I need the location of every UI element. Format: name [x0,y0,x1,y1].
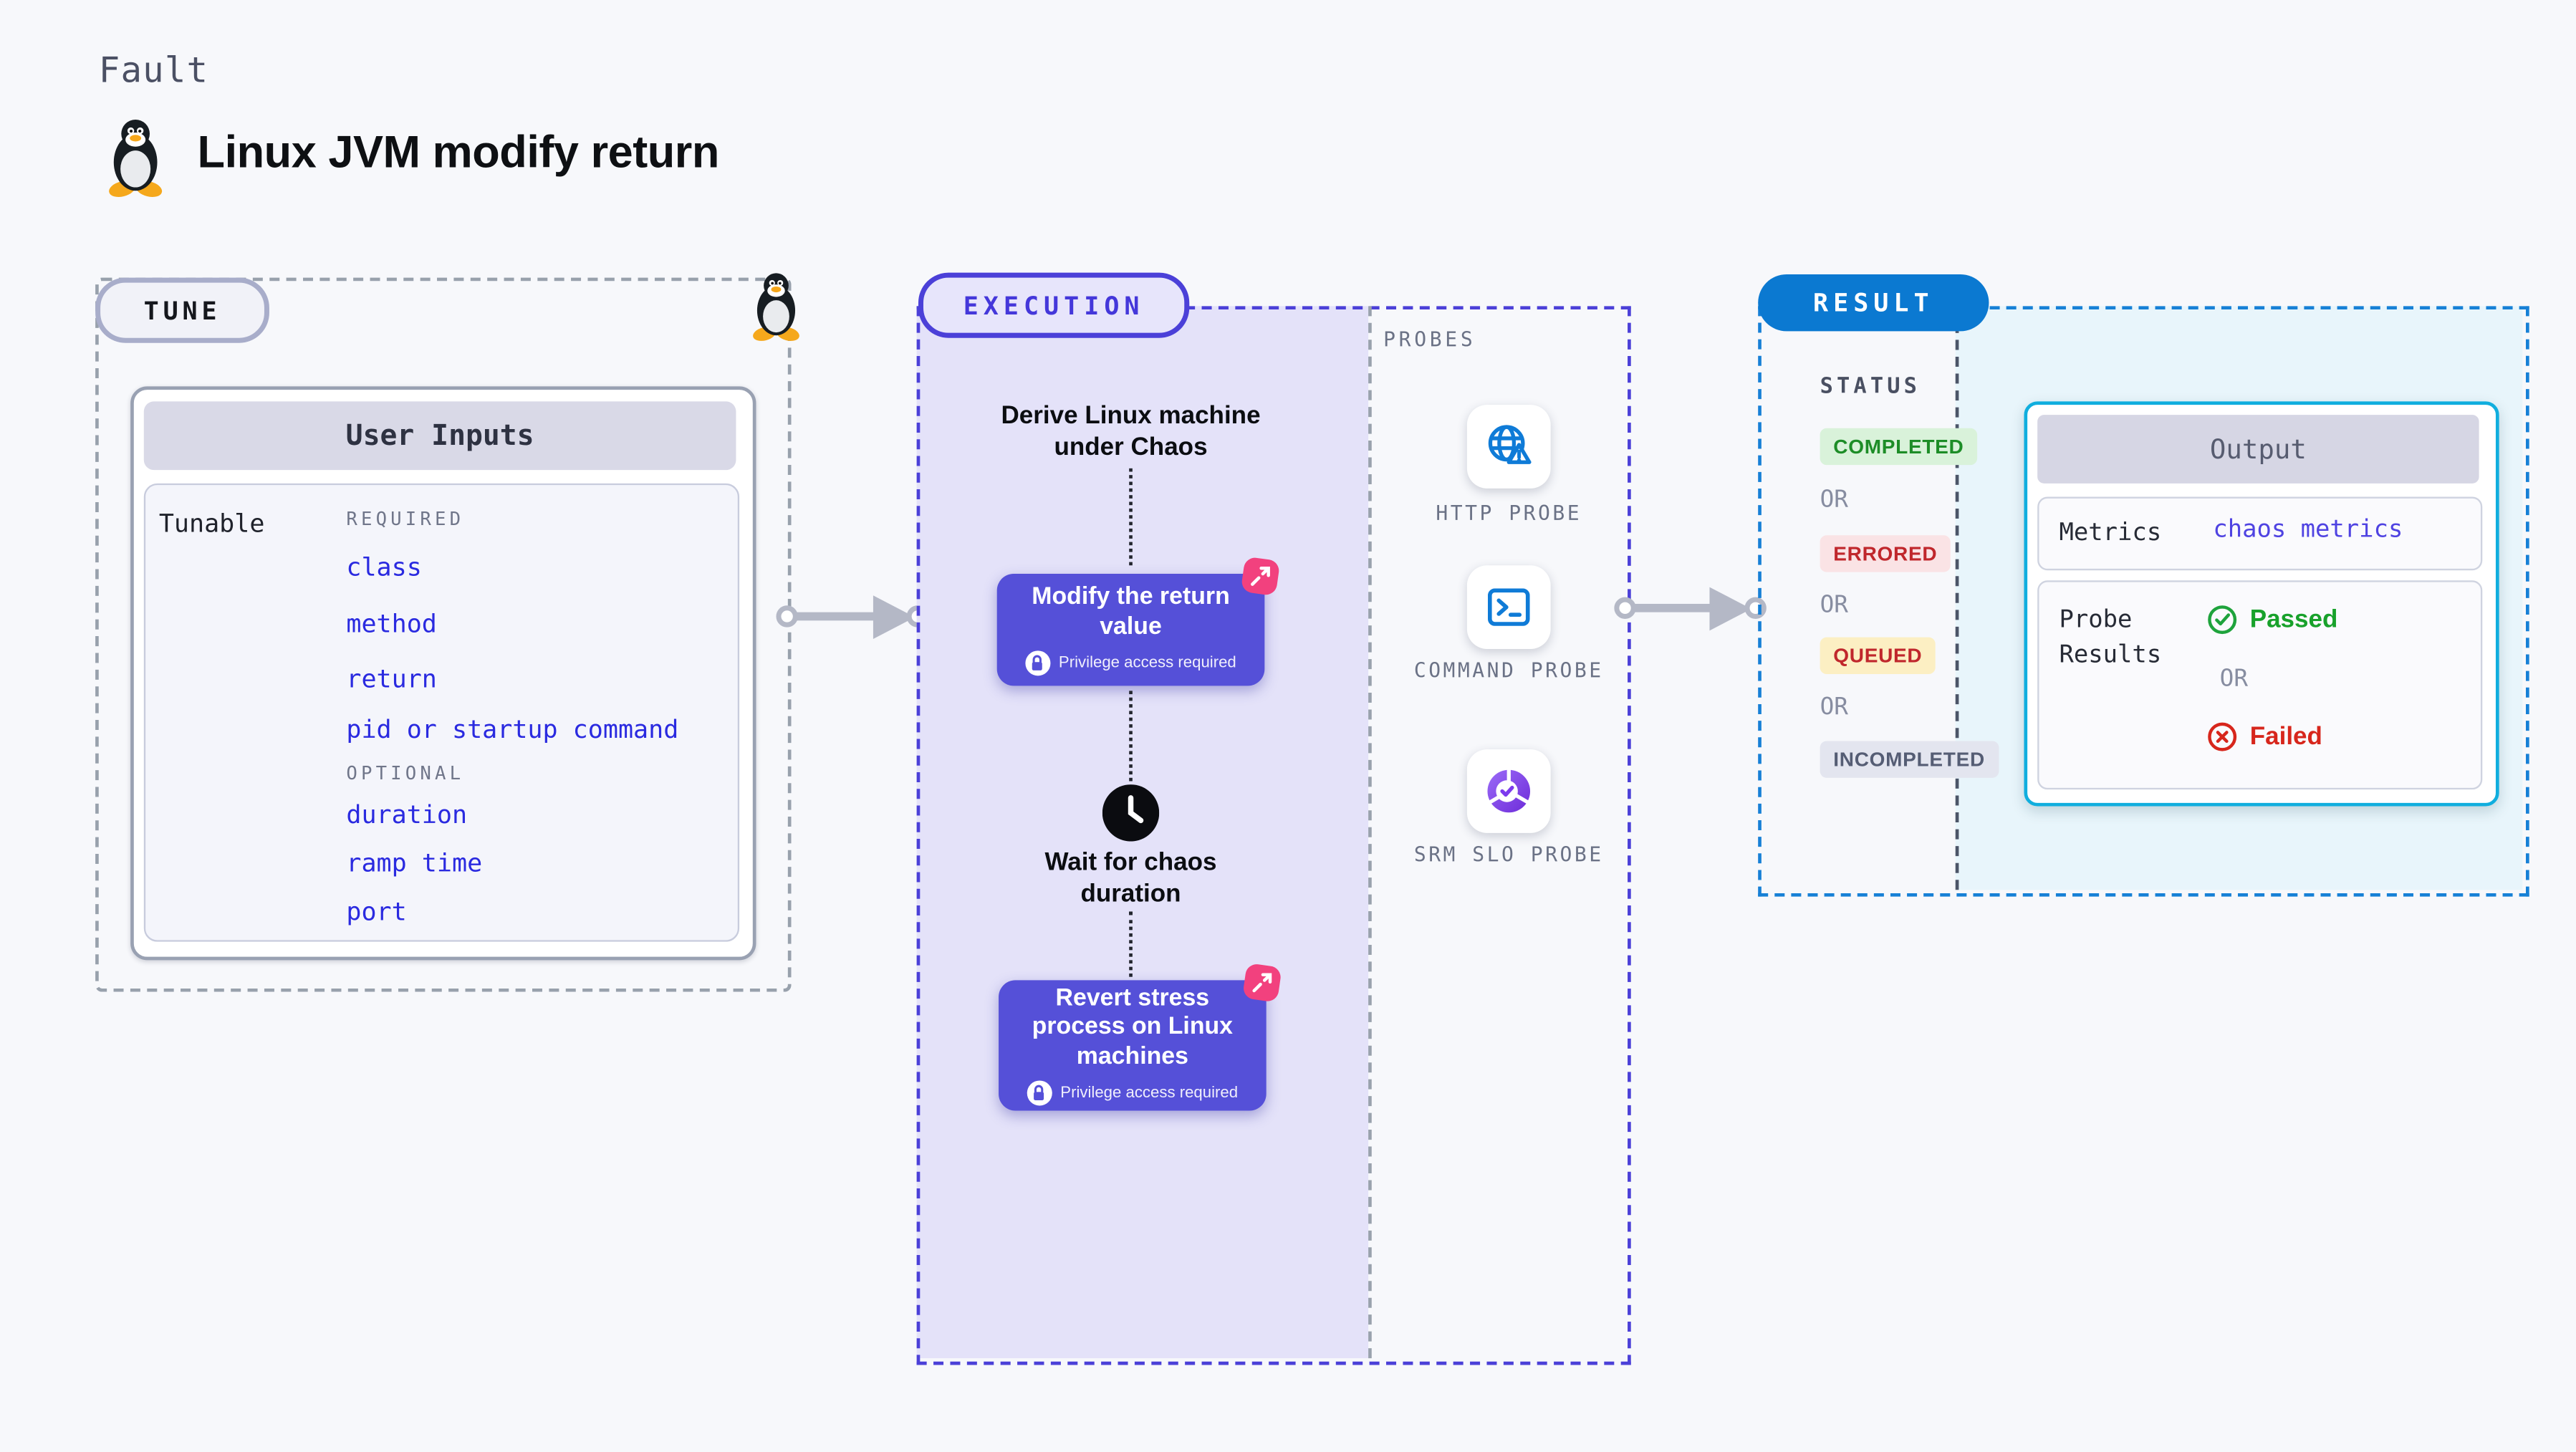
chaos-icon [1244,964,1281,1001]
arrow-execution-to-result [1628,603,1715,612]
revert-stress-node: Revert stress process on Linux machines … [999,964,1281,1111]
input-pid-or-startup-command: pid or startup command [346,714,679,745]
result-divider [1955,306,1959,890]
or-separator: OR [2219,665,2249,693]
status-badge-completed: COMPLETED [1820,428,1978,466]
slo-pie-check-icon [1487,769,1531,813]
result-section-frame [1758,306,2529,897]
arrow-tune-to-execution [789,612,880,621]
fault-kicker: Fault [98,50,209,91]
flow-connector [1129,468,1133,566]
metrics-row: Metrics chaos metrics [2037,496,2483,571]
status-label: STATUS [1820,375,1921,400]
privilege-note: Privilege access required [1058,653,1236,673]
status-badge-queued: QUEUED [1820,637,1936,675]
metrics-value: chaos metrics [2213,516,2403,544]
probes-divider [1368,306,1372,1359]
input-duration: duration [346,799,468,830]
flow-connector [1129,691,1133,782]
status-badge-errored: ERRORED [1820,535,1951,572]
input-class: class [346,552,422,582]
or-separator: OR [1820,592,1848,619]
x-circle-icon [2208,722,2237,751]
status-badge-incompleted: INCOMPLETED [1820,741,1999,778]
step-revert-label: Revert stress process on Linux machines [1032,985,1234,1070]
chaos-icon [1241,557,1279,595]
tune-badge: TUNE [95,277,269,343]
step-derive-label: Derive Linux machine under Chaos [1001,401,1261,461]
connector-dot-icon [776,605,798,628]
tunable-label: Tunable [158,508,265,539]
execution-badge: EXECUTION [918,272,1190,338]
tune-section-frame [95,277,792,992]
input-ramp-time: ramp time [346,847,483,878]
user-inputs-list: Tunable REQUIRED class method return pid… [143,483,740,942]
step-modify-label: Modify the return value [1032,584,1230,640]
srm-slo-probe-label: SRM SLO PROBE [1413,842,1604,867]
lock-icon [1025,650,1051,676]
check-circle-icon [2208,605,2237,635]
linux-penguin-icon [109,119,163,198]
or-separator: OR [1820,486,1848,514]
clock-icon [1102,784,1160,842]
privilege-note: Privilege access required [1060,1084,1239,1103]
terminal-icon [1487,588,1530,626]
passed-label: Passed [2249,605,2338,635]
step-wait-label: Wait for chaos duration [1044,847,1217,908]
command-probe-label: COMMAND PROBE [1413,659,1604,683]
lock-icon [1027,1080,1052,1106]
globe-warning-icon [1488,425,1532,464]
failed-label: Failed [2249,722,2322,751]
http-probe-card [1466,405,1551,489]
probe-results-row: Probe Results Passed OR Failed [2037,580,2483,790]
connector-dot-icon [1614,597,1636,619]
input-port: port [346,896,407,927]
user-inputs-title: User Inputs [143,401,736,471]
command-probe-card [1466,565,1551,650]
input-method: method [346,608,437,640]
optional-section-label: OPTIONAL [346,762,465,785]
metrics-label: Metrics [2059,520,2162,547]
probe-results-label: Probe Results [2059,607,2162,670]
page-title: Linux JVM modify return [197,127,720,178]
input-return: return [346,664,437,695]
probes-label: PROBES [1383,327,1476,352]
linux-penguin-icon [753,273,799,341]
http-probe-label: HTTP PROBE [1436,501,1582,526]
flow-connector [1129,911,1133,977]
or-separator: OR [1820,694,1848,721]
result-badge: RESULT [1758,274,1989,332]
execution-section-frame [916,306,1631,1365]
modify-return-node: Modify the return value Privilege access… [996,557,1279,686]
srm-slo-probe-card [1466,749,1551,833]
connector-dot-icon [1744,597,1767,619]
output-title: Output [2037,415,2479,484]
required-section-label: REQUIRED [346,508,465,531]
arrow-head-icon [1709,587,1751,631]
